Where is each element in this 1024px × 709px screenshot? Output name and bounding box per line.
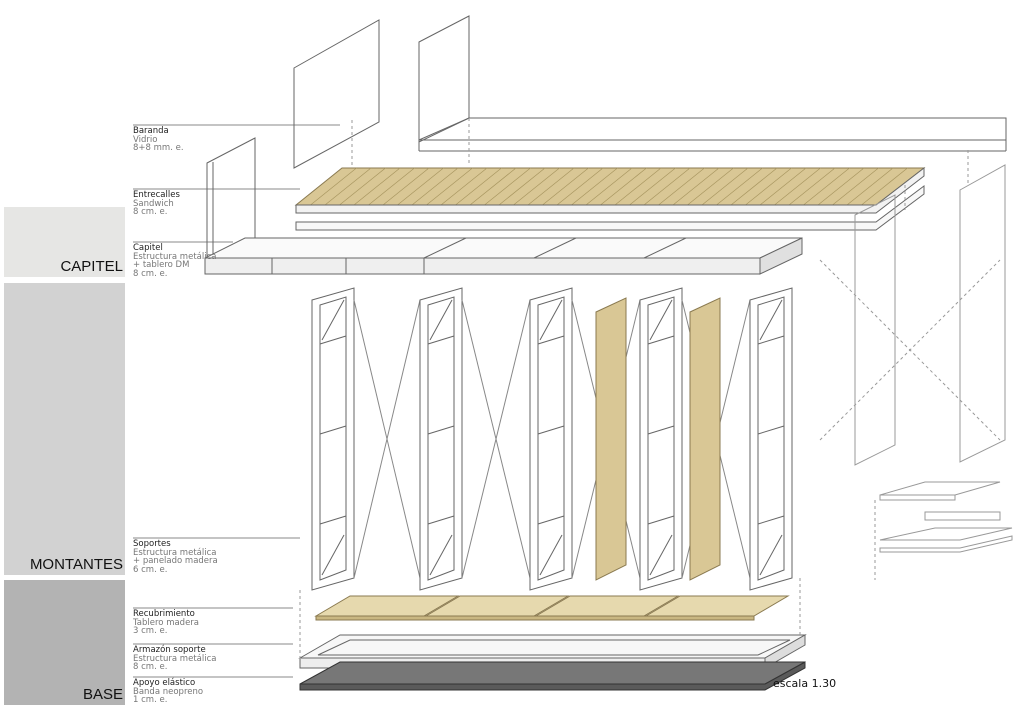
frame-crossbar bbox=[537, 335, 565, 345]
deck-slat bbox=[716, 167, 763, 206]
frame-crossbar bbox=[319, 515, 347, 525]
frame-brace bbox=[429, 534, 453, 576]
deck-slat bbox=[774, 167, 821, 206]
dashed-guides bbox=[299, 118, 969, 660]
frame-crossbar bbox=[427, 515, 455, 525]
deck-slat bbox=[440, 167, 488, 206]
deck-slat bbox=[310, 167, 357, 206]
deck-slat bbox=[861, 167, 908, 206]
deck-slat bbox=[745, 167, 792, 206]
deck-slat bbox=[629, 167, 676, 206]
frame-crossbar bbox=[319, 335, 347, 345]
support-frame-inner bbox=[319, 296, 347, 581]
deck-slat bbox=[759, 167, 807, 206]
frame-brace bbox=[759, 299, 783, 341]
frame-crossbar bbox=[647, 335, 675, 345]
deck-slat bbox=[368, 167, 415, 206]
deck-slat bbox=[426, 167, 473, 206]
deck-slat bbox=[469, 167, 517, 206]
frame-crossbar bbox=[647, 515, 675, 525]
wood-panels bbox=[595, 297, 721, 581]
support-frame bbox=[419, 287, 463, 591]
deck-slat bbox=[484, 167, 531, 206]
frame-brace bbox=[321, 299, 345, 341]
deck-slat bbox=[498, 167, 546, 206]
capitel-frame bbox=[204, 237, 803, 275]
deck-slat bbox=[832, 167, 879, 206]
support-frame-inner bbox=[647, 296, 675, 581]
frame-brace bbox=[649, 534, 673, 576]
support-frame-inner bbox=[537, 296, 565, 581]
frame-crossbar bbox=[427, 335, 455, 345]
deck-slat bbox=[701, 167, 749, 206]
frame-brace bbox=[759, 534, 783, 576]
frame-brace bbox=[539, 299, 563, 341]
frame-brace bbox=[429, 299, 453, 341]
deck-slat bbox=[730, 167, 778, 206]
frame-crossbar bbox=[757, 515, 785, 525]
band-capitel: CAPITEL bbox=[4, 207, 125, 277]
deck-slat bbox=[643, 167, 691, 206]
frame-crossbar bbox=[427, 425, 455, 435]
deck-slat bbox=[353, 167, 401, 206]
deck-slat bbox=[803, 167, 850, 206]
frame-crossbar bbox=[319, 425, 347, 435]
support-frame-inner bbox=[427, 296, 455, 581]
railing-glass bbox=[206, 15, 1007, 271]
leader-lines bbox=[133, 124, 340, 678]
band-montantes: MONTANTES bbox=[4, 283, 125, 575]
frame-brace bbox=[649, 299, 673, 341]
deck-slat bbox=[600, 167, 647, 206]
frame-crossbar bbox=[757, 425, 785, 435]
floor-boards bbox=[314, 595, 790, 621]
band-label: MONTANTES bbox=[29, 556, 123, 573]
frame-crossbar bbox=[537, 515, 565, 525]
deck-slat bbox=[324, 167, 372, 206]
deck-slat bbox=[382, 167, 430, 206]
frame-crossbar bbox=[537, 425, 565, 435]
neoprene-top bbox=[299, 661, 806, 685]
support-frame bbox=[639, 287, 683, 591]
deck-slat bbox=[614, 167, 662, 206]
support-frame bbox=[529, 287, 573, 591]
deck-slat bbox=[411, 167, 459, 206]
band-label: BASE bbox=[82, 686, 123, 703]
deck-slat bbox=[397, 167, 444, 206]
wood-deck bbox=[294, 166, 926, 231]
frame-crossbar bbox=[647, 425, 675, 435]
deck-slat bbox=[571, 167, 618, 206]
deck-slat bbox=[542, 167, 589, 206]
deck-slat bbox=[527, 167, 575, 206]
scale-label: escala 1.30 bbox=[773, 677, 837, 690]
deck-slat bbox=[585, 167, 633, 206]
cross-brace bbox=[353, 299, 421, 579]
deck-slat bbox=[788, 167, 836, 206]
frame-brace bbox=[539, 534, 563, 576]
ghost-supports bbox=[819, 164, 1013, 580]
support-frame bbox=[749, 287, 793, 591]
band-label: CAPITEL bbox=[60, 258, 123, 275]
deck-slat bbox=[817, 167, 865, 206]
deck-slat bbox=[556, 167, 604, 206]
band-base: BASE bbox=[4, 580, 125, 705]
deck-slat bbox=[513, 167, 560, 206]
deck-slat bbox=[846, 167, 894, 206]
support-frame-inner bbox=[757, 296, 785, 581]
frame-crossbar bbox=[757, 335, 785, 345]
deck-slat bbox=[687, 167, 734, 206]
deck-slat bbox=[672, 167, 720, 206]
frame-brace bbox=[321, 534, 345, 576]
cross-brace bbox=[461, 299, 531, 579]
deck-slat bbox=[658, 167, 705, 206]
deck-slat bbox=[455, 167, 502, 206]
deck-slat bbox=[339, 167, 386, 206]
support-frame bbox=[311, 287, 355, 591]
